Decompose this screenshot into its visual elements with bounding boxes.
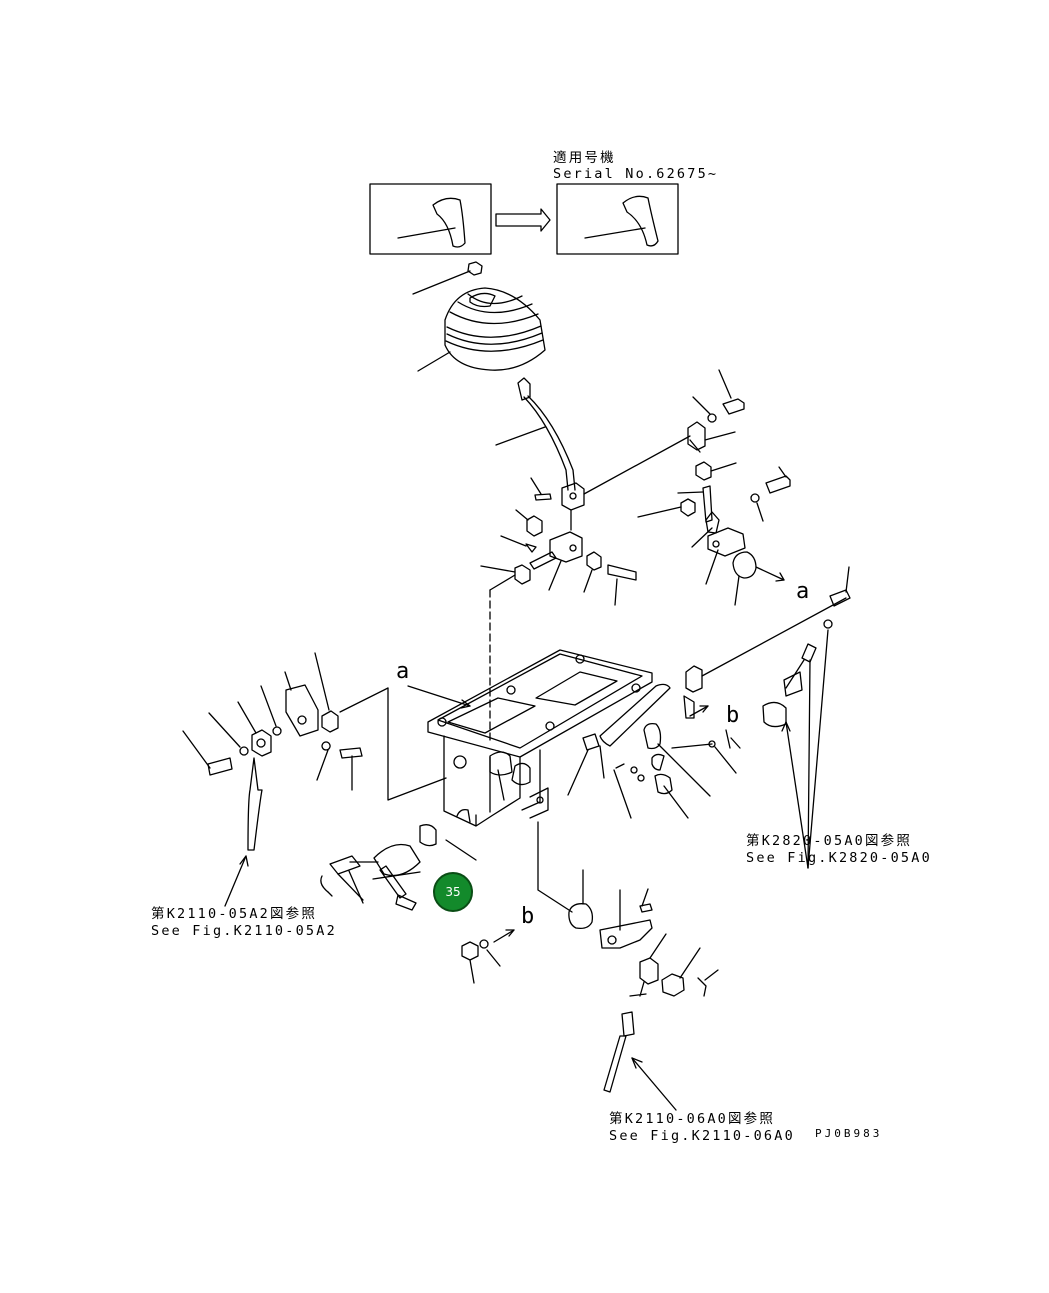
- left-linkage: [182, 652, 363, 851]
- ref-k2110-06a0-en: See Fig.K2110-06A0: [609, 1128, 795, 1144]
- leader-lines: [339, 574, 573, 913]
- marker-b-right: b: [726, 703, 739, 728]
- lower-lever: [320, 824, 477, 911]
- part-hotspot-35[interactable]: 35: [433, 872, 473, 912]
- pin-small: [530, 477, 552, 501]
- shaft-assembly: [567, 597, 847, 819]
- variant-box-old: [369, 183, 492, 255]
- ref-k2820-en: See Fig.K2820-05A0: [746, 850, 932, 866]
- marker-a-left: a: [396, 659, 409, 684]
- ref-k2820-jp: 第K2820-05A0図参照: [746, 833, 913, 849]
- shift-box: [427, 649, 653, 827]
- serial-label-en: Serial No.62675~: [553, 166, 719, 182]
- nut-top: [412, 261, 483, 295]
- right-linkage: [637, 369, 791, 606]
- ref-k2110-05a2-jp: 第K2110-05A2図参照: [151, 906, 318, 922]
- nut-washer-bottom: [461, 929, 515, 984]
- lever-block: [480, 509, 637, 606]
- arrow-icon: [495, 208, 551, 232]
- serial-label-jp: 適用号機: [553, 150, 616, 166]
- marker-b-bottom: b: [521, 904, 534, 929]
- lower-linkage: [568, 869, 719, 1093]
- marker-a-right: a: [796, 579, 809, 604]
- drawing-code: PJ0B983: [815, 1127, 883, 1140]
- ref-k2110-06a0-jp: 第K2110-06A0図参照: [609, 1111, 776, 1127]
- cable-end-assembly: [762, 566, 851, 869]
- lever-boot: [417, 287, 546, 372]
- ref-k2110-05a2-en: See Fig.K2110-05A2: [151, 923, 337, 939]
- lever-rod: [495, 377, 691, 531]
- ref-arrows: [224, 685, 677, 1111]
- variant-box-new: [556, 183, 679, 255]
